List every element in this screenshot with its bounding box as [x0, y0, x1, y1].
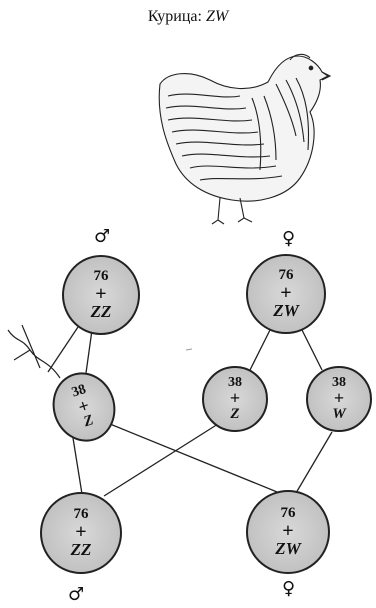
line-gz-to-male-offspring — [103, 423, 219, 497]
male-symbol-bottom: ♂ — [68, 584, 85, 605]
egg-gamete-z-cell: 38 + Z — [202, 366, 268, 432]
cell-count: 38 — [332, 374, 346, 390]
cell-chromosomes: Z — [81, 411, 96, 430]
title-symbol: ZW — [205, 8, 229, 25]
line-female-to-gamete-z — [249, 329, 271, 371]
cell-count: 38 — [228, 374, 242, 390]
female-symbol-top: ♀ — [282, 228, 296, 249]
cell-chromosomes: ZZ — [70, 539, 92, 559]
parent-male-cell: 76 + ZZ — [62, 255, 140, 335]
egg-gamete-w-cell: 38 + W — [306, 366, 372, 432]
cell-chromosomes: ZW — [275, 538, 301, 558]
cell-chromosomes: Z — [230, 405, 240, 422]
cell-plus: + — [95, 282, 107, 305]
cell-plus: + — [229, 388, 241, 409]
line-male-to-gamete — [85, 329, 93, 374]
sperm-tail — [7, 324, 61, 379]
cell-plus: + — [333, 388, 345, 409]
cell-count: 76 — [278, 267, 294, 284]
cell-plus: + — [282, 519, 294, 542]
line-female-to-gamete-w — [301, 329, 323, 371]
cell-chromosomes: W — [332, 405, 346, 422]
line-gm-to-male-offspring — [72, 437, 83, 495]
female-symbol-bottom: ♀ — [282, 578, 296, 599]
line-gw-to-female-offspring — [295, 431, 333, 494]
line-gm-to-female-offspring — [109, 423, 283, 495]
cell-chromosomes: ZW — [273, 300, 299, 320]
line-male-to-gamete-left — [47, 326, 79, 373]
offspring-female-cell: 76 + ZW — [246, 490, 330, 574]
cell-plus: + — [280, 281, 292, 304]
cell-count: 76 — [73, 506, 89, 523]
cell-chromosomes: ZZ — [90, 301, 112, 321]
diagram-title: Курица: ZW — [0, 8, 376, 26]
parent-female-cell: 76 + ZW — [246, 254, 326, 334]
chicken-illustration — [158, 53, 332, 225]
title-label: Курица: — [147, 8, 202, 25]
offspring-male-cell: 76 + ZZ — [40, 492, 122, 574]
cell-count: 76 — [280, 505, 296, 522]
male-symbol-top: ♂ — [94, 226, 111, 247]
stray-mark — [185, 348, 193, 351]
cell-count: 76 — [93, 268, 109, 285]
cell-plus: + — [75, 520, 87, 543]
